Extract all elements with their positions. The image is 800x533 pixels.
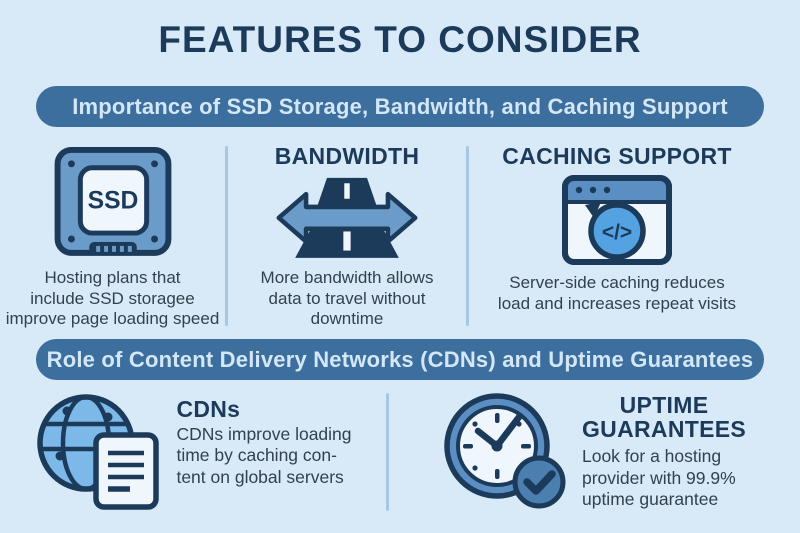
feature-uptime-guarantees: UPTIME GUARANTEES Look for a hosting pro… <box>389 389 797 515</box>
uptime-heading: UPTIME GUARANTEES <box>581 392 746 443</box>
uptime-description: Look for a hosting provider with 99.9% u… <box>581 446 736 509</box>
feature-ssd-storage: SSD Hosting plans that include SSD stora… <box>0 142 225 330</box>
page-title: FEATURES TO CONSIDER <box>158 19 642 60</box>
ssd-drive-icon: SSD <box>54 146 171 256</box>
vertical-divider <box>386 393 389 511</box>
cdn-globe-document-icon <box>37 394 160 510</box>
section1-banner: Importance of SSD Storage, Bandwidth, an… <box>36 86 764 127</box>
browser-cache-refresh-icon: </> <box>562 175 672 266</box>
bandwidth-description: More bandwidth allows data to travel wit… <box>260 267 434 329</box>
ssd-description: Hosting plans that include SSD storagee … <box>5 267 220 329</box>
bandwidth-road-arrows-icon <box>276 177 418 258</box>
feature-cdns: CDNs CDNs improve loading time by cachin… <box>0 389 386 515</box>
caching-heading: CACHING SUPPORT <box>502 143 732 169</box>
vertical-divider <box>466 146 469 326</box>
clock-check-icon <box>444 393 566 509</box>
code-icon-label: </> <box>602 221 632 244</box>
bandwidth-heading: BANDWIDTH <box>274 143 420 169</box>
ssd-icon-label: SSD <box>87 187 138 214</box>
feature-bandwidth: BANDWIDTH More bandwidth allows data to … <box>228 142 466 330</box>
uptime-text-block: UPTIME GUARANTEES Look for a hosting pro… <box>582 391 746 510</box>
cdn-text-block: CDNs CDNs improve loading time by cachin… <box>176 391 351 488</box>
vertical-divider <box>225 146 228 326</box>
section1-features-row: SSD Hosting plans that include SSD stora… <box>0 142 800 330</box>
cdn-heading: CDNs <box>176 396 241 422</box>
cdn-description: CDNs improve loading time by caching con… <box>176 424 352 487</box>
section2-features-row: CDNs CDNs improve loading time by cachin… <box>0 389 800 515</box>
section2-banner: Role of Content Delivery Networks (CDNs)… <box>36 339 764 380</box>
caching-description: Server-side caching reduces load and inc… <box>497 273 737 313</box>
feature-caching-support: CACHING SUPPORT </> Server-side caching … <box>469 142 765 330</box>
